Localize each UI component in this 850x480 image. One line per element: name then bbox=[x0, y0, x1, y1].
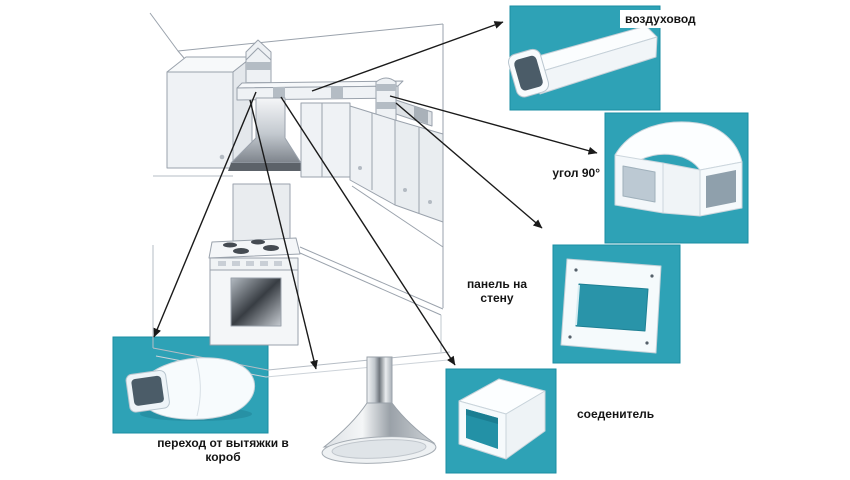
wall-panel-label-line2: стену bbox=[480, 291, 514, 305]
arrow-to-hood-transition bbox=[153, 91, 257, 338]
kitchen-illustration bbox=[149, 12, 451, 378]
arrow-to-hood-photo bbox=[249, 99, 318, 370]
hood-photo bbox=[321, 356, 437, 464]
arrow-to-air-duct bbox=[311, 21, 504, 92]
air-duct-image bbox=[507, 25, 658, 98]
air-duct-label: воздуховод bbox=[620, 10, 701, 28]
arrow-to-elbow-90 bbox=[389, 95, 598, 155]
arrow-to-connector bbox=[280, 96, 456, 366]
arrows bbox=[153, 21, 598, 370]
hood-transition-label-line1: переход от вытяжки в bbox=[157, 436, 289, 450]
connector-image bbox=[458, 378, 546, 460]
hood-transition-image bbox=[125, 357, 256, 421]
elbow-90-label: угол 90° bbox=[552, 166, 600, 180]
wall-panel-label-line1: панель на bbox=[466, 277, 528, 291]
kitchen-countertop bbox=[299, 185, 444, 352]
elbow-90-image bbox=[614, 121, 743, 217]
kitchen-stove bbox=[208, 183, 301, 346]
arrow-to-wall-panel bbox=[395, 102, 543, 229]
hood-transition-label: переход от вытяжки в короб bbox=[138, 436, 308, 464]
wall-panel-label: панель на стену bbox=[452, 277, 542, 305]
hood-transition-label-line2: короб bbox=[205, 450, 241, 464]
connector-label: соеденитель bbox=[577, 407, 655, 421]
left-wall-cabinet bbox=[166, 56, 253, 169]
ceiling-line bbox=[177, 23, 444, 52]
wall-panel-image bbox=[560, 258, 662, 354]
